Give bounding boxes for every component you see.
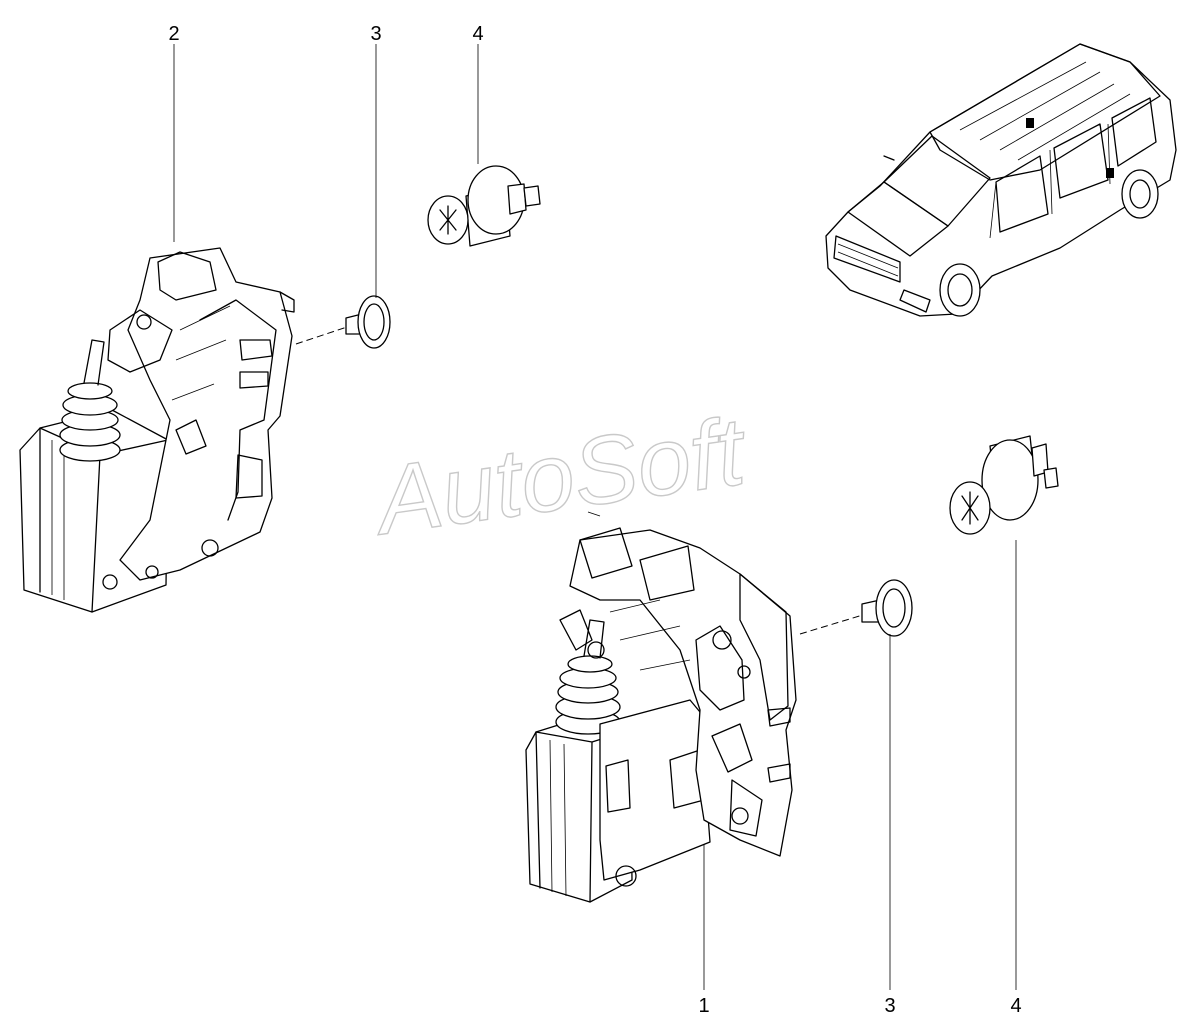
callout-1: 1 [698,995,709,1017]
callout-3-left: 3 [370,23,381,45]
callout-4-right: 4 [1010,995,1021,1017]
callout-2: 2 [168,23,179,45]
lock-screw-left [295,295,391,349]
striker-pin-right [949,435,1059,535]
actuator-bellows [59,339,121,462]
actuator-bellows [555,619,621,735]
watermark-text: AutoSoft [366,397,754,555]
callout-3-right: 3 [884,995,895,1017]
door-lock-right [525,527,797,903]
callout-4-left: 4 [472,23,483,45]
vehicle-location-view [825,43,1177,317]
striker-pin-left [427,165,541,247]
door-lock-left [19,247,295,613]
lock-screw-right [799,579,913,637]
stray-mark [587,511,601,517]
